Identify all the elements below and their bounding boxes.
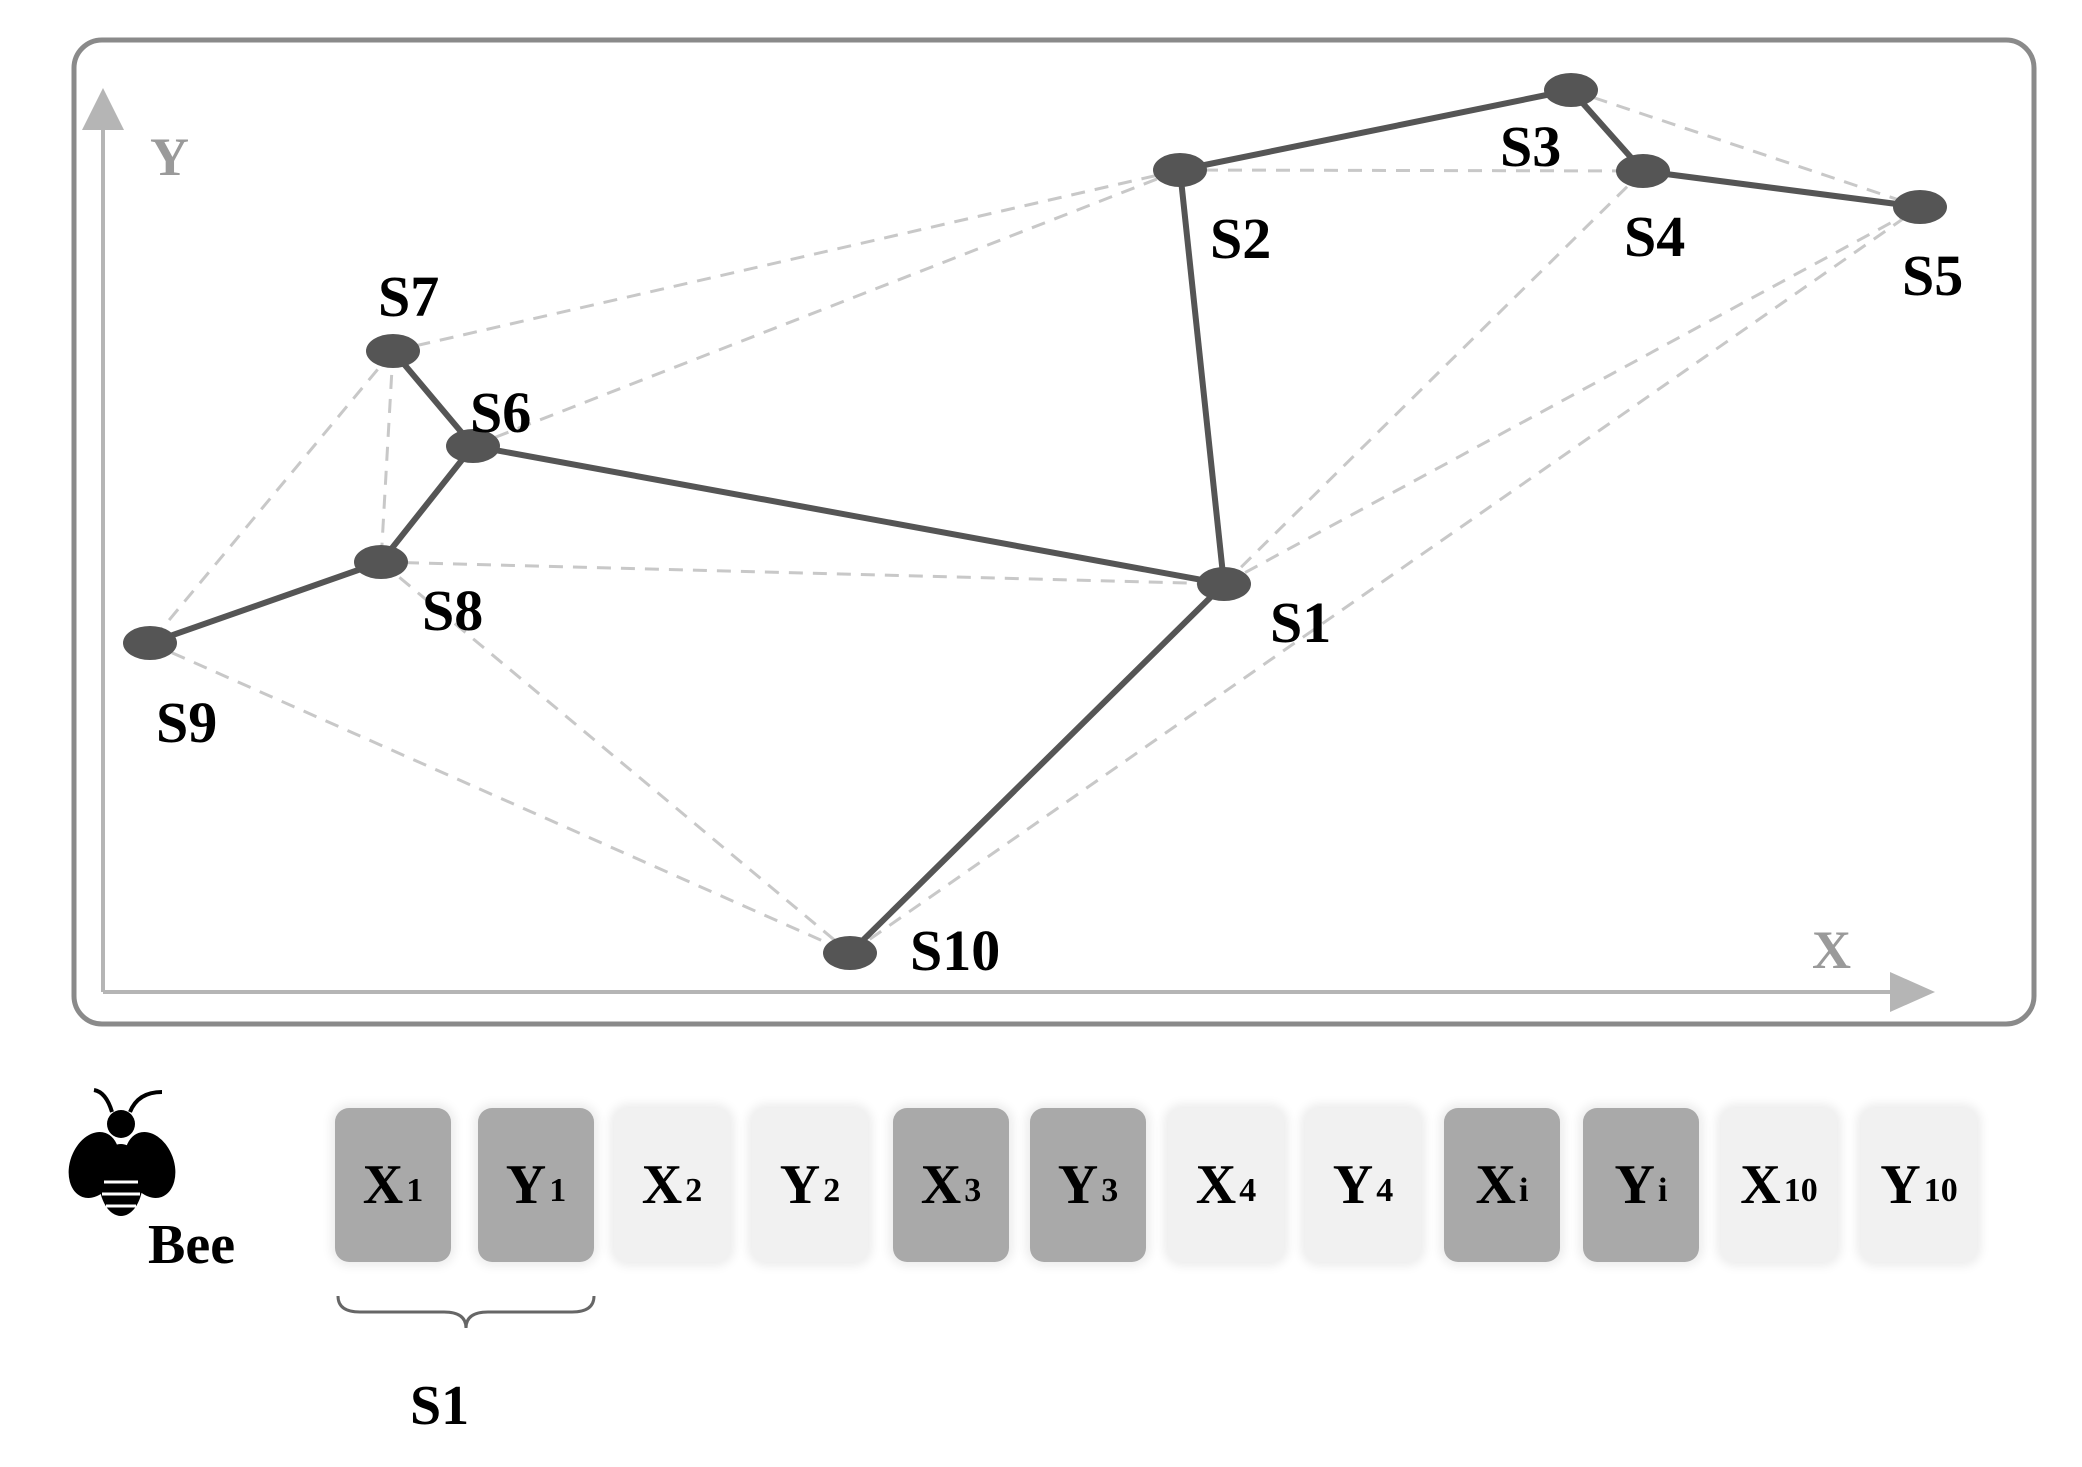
- gene-subscript: 10: [1783, 1172, 1818, 1209]
- node-label-s9: S9: [156, 690, 217, 755]
- node-label-s3: S3: [1500, 114, 1561, 179]
- node-s1: [1197, 567, 1251, 601]
- brace-label: S1: [410, 1375, 470, 1437]
- solid-edge-s4-s5: [1642, 168, 1921, 210]
- dashed-edge-s7-s9: [148, 350, 395, 644]
- diagram-frame: [71, 37, 2037, 1027]
- x-axis-label: X: [1812, 920, 1851, 980]
- gene-main-label: Y: [505, 1154, 547, 1216]
- node-s9: [123, 626, 177, 660]
- node-label-s10: S10: [910, 918, 1000, 983]
- gene-subscript: i: [1658, 1172, 1668, 1209]
- node-s8: [354, 545, 408, 579]
- bee-label: Bee: [148, 1214, 236, 1276]
- dashed-edge-s10-s5: [849, 205, 1921, 955]
- solid-edge-s1-s2: [1177, 169, 1227, 585]
- x-axis-arrow: [1890, 972, 1935, 1012]
- dashed-edge-s2-s4: [1179, 168, 1644, 173]
- gene-subscript: i: [1519, 1172, 1529, 1209]
- gene-main-label: Y: [1880, 1154, 1921, 1216]
- gene-main-label: Y: [1614, 1154, 1655, 1216]
- gene-subscript: 4: [1239, 1172, 1257, 1209]
- dashed-edges: [148, 88, 1921, 955]
- dashed-edge-s3-s5: [1570, 88, 1921, 209]
- gene-subscript: 3: [964, 1172, 982, 1209]
- dashed-edge-s1-s5: [1223, 205, 1921, 586]
- node-s10: [823, 936, 877, 970]
- gene-main-label: X: [1740, 1154, 1781, 1216]
- node-label-s5: S5: [1902, 243, 1963, 308]
- gene-subscript: 3: [1101, 1172, 1119, 1209]
- dashed-edge-s7-s8: [379, 350, 395, 563]
- solid-edge-s2-s3: [1179, 87, 1572, 173]
- nodes: [123, 73, 1947, 970]
- solid-edge-s10-s1: [847, 581, 1227, 956]
- node-s2: [1153, 153, 1207, 187]
- dashed-edge-s8-s1: [380, 560, 1225, 586]
- gene-main-label: Y: [1332, 1154, 1374, 1216]
- y-axis-label: Y: [150, 127, 189, 187]
- gene-subscript: 10: [1923, 1172, 1958, 1209]
- solid-edge-s6-s7: [390, 349, 476, 448]
- dashed-edge-s9-s10: [149, 641, 851, 955]
- bee-icon: [68, 1088, 176, 1216]
- gene-subscript: 2: [685, 1172, 703, 1209]
- node-label-s2: S2: [1210, 206, 1271, 271]
- gene-subscript: 4: [1376, 1172, 1394, 1209]
- gene-main-label: Y: [779, 1154, 821, 1216]
- solid-edge-s6-s8: [378, 444, 476, 564]
- node-label-s1: S1: [1270, 590, 1331, 655]
- y-axis-arrow: [82, 88, 124, 130]
- solid-edge-s8-s9: [149, 559, 382, 646]
- node-s5: [1893, 190, 1947, 224]
- gene-main-label: Y: [1057, 1154, 1099, 1216]
- node-label-s4: S4: [1624, 204, 1685, 269]
- solid-edge-s1-s6: [472, 443, 1225, 587]
- gene-subscript: 1: [406, 1172, 424, 1209]
- dashed-edge-s6-s2: [472, 168, 1181, 448]
- dashed-edge-s8-s10: [380, 560, 851, 955]
- gene-subscript: 1: [549, 1172, 567, 1209]
- gene-main-label: X: [920, 1154, 962, 1216]
- node-s3: [1544, 73, 1598, 107]
- node-s7: [366, 334, 420, 368]
- node-label-s8: S8: [422, 578, 483, 643]
- gene-main-label: X: [1475, 1154, 1516, 1216]
- gene-subscript: 2: [823, 1172, 841, 1209]
- node-label-s7: S7: [378, 264, 439, 329]
- dashed-edge-s7-s2: [392, 168, 1181, 353]
- gene-main-label: X: [1195, 1154, 1237, 1216]
- node-s6: [446, 429, 500, 463]
- gene-main-label: X: [641, 1154, 683, 1216]
- s1-brace: [336, 1295, 596, 1329]
- node-s4: [1616, 154, 1670, 188]
- dashed-edge-s1-s4: [1222, 169, 1645, 586]
- gene-main-label: X: [362, 1154, 404, 1216]
- node-label-s6: S6: [470, 380, 531, 445]
